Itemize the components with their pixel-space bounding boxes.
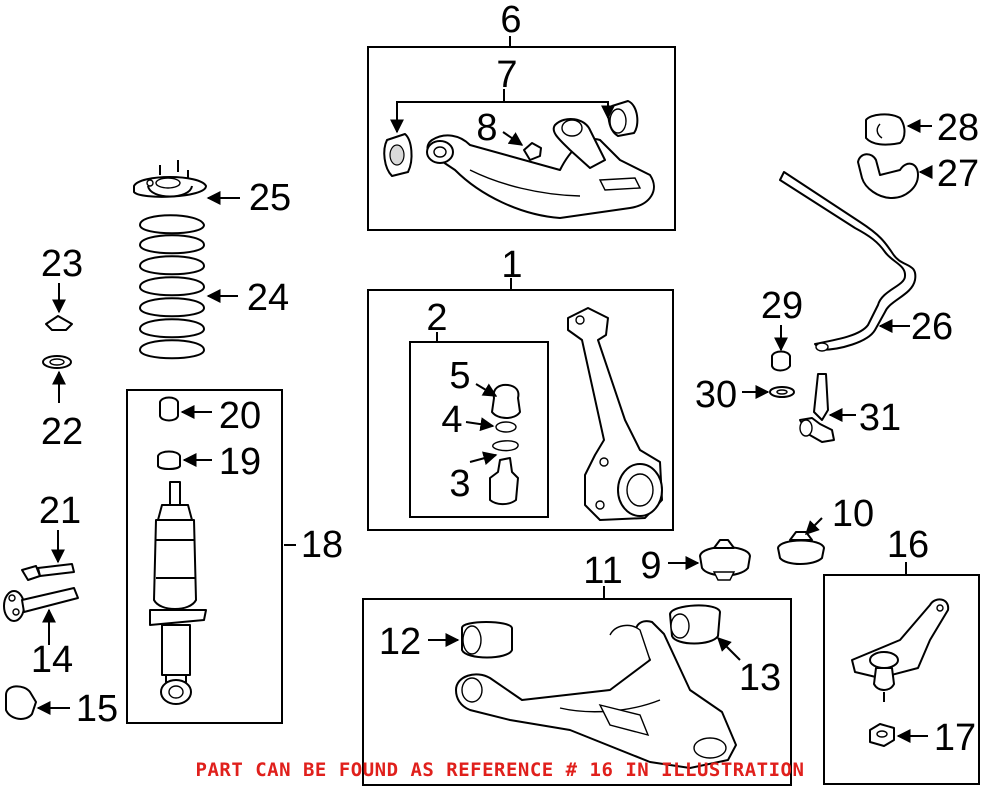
spring-seat-washer	[42, 355, 72, 369]
callout-10: 10	[832, 493, 874, 535]
callout-7: 7	[496, 54, 517, 96]
stabilizer-bar	[779, 171, 917, 352]
callout-21: 21	[39, 490, 81, 532]
callout-2: 2	[426, 297, 447, 339]
cam-bolt	[21, 563, 75, 581]
eccentric-cam-washer	[3, 587, 79, 622]
callout-16: 16	[887, 524, 929, 566]
stabilizer-link	[799, 373, 835, 443]
link-washer-30	[769, 386, 795, 398]
ball-joint-kit-box	[409, 341, 549, 518]
callout-25: 25	[249, 177, 291, 219]
shock-bushing-lower	[157, 450, 181, 470]
callout-23: 23	[41, 243, 83, 285]
callout-1: 1	[501, 244, 522, 286]
steering-knuckle	[567, 307, 663, 521]
callout-28: 28	[937, 107, 979, 149]
callout-14: 14	[31, 639, 73, 681]
callout-6: 6	[500, 0, 521, 41]
lower-control-arm	[455, 620, 737, 769]
callout-12: 12	[379, 621, 421, 663]
callout-11: 11	[583, 550, 622, 592]
bump-stop-9	[699, 539, 751, 581]
shock-absorber-box	[126, 389, 283, 724]
ball-joint-snap-ring	[492, 440, 519, 452]
callout-5: 5	[449, 355, 470, 397]
callout-22: 22	[41, 411, 83, 453]
callout-13: 13	[739, 657, 781, 699]
lower-ball-joint-box	[823, 574, 980, 785]
lower-ball-joint-nut	[869, 723, 895, 747]
cam-nut	[5, 685, 37, 720]
callout-4: 4	[441, 399, 462, 441]
stabilizer-bushing-bracket	[857, 153, 919, 199]
callout-8: 8	[476, 107, 497, 149]
upper-control-arm	[426, 118, 655, 219]
callout-29: 29	[761, 285, 803, 327]
lower-arm-bushing-13	[669, 604, 721, 645]
lower-ball-joint	[851, 598, 950, 702]
callout-19: 19	[219, 441, 261, 483]
callout-3: 3	[449, 463, 470, 505]
upper-control-arm-box	[367, 46, 676, 231]
shock-absorber	[149, 481, 207, 705]
callout-9: 9	[640, 545, 661, 587]
callout-27: 27	[937, 153, 979, 195]
upper-arm-bump-stop	[523, 142, 542, 161]
bump-stop-10	[777, 531, 825, 565]
callout-30: 30	[695, 374, 737, 416]
callout-31: 31	[859, 397, 901, 439]
lower-arm-bushing-12	[461, 621, 513, 659]
stabilizer-bushing	[865, 113, 906, 146]
callout-15: 15	[76, 688, 118, 730]
link-bushing-29	[771, 350, 791, 372]
ball-joint-clip	[495, 421, 517, 433]
ball-joint-boot	[491, 383, 521, 419]
shock-bushing-upper	[159, 396, 179, 422]
callout-26: 26	[911, 306, 953, 348]
reference-note: PART CAN BE FOUND AS REFERENCE # 16 IN I…	[196, 759, 805, 781]
coil-spring	[139, 214, 205, 360]
spring-insulator	[45, 315, 73, 331]
lower-control-arm-box	[362, 598, 792, 786]
callout-24: 24	[247, 277, 289, 319]
strut-mount	[133, 160, 207, 198]
upper-arm-bushing-front	[383, 133, 413, 177]
steering-knuckle-box	[367, 289, 674, 531]
callout-17: 17	[934, 717, 976, 759]
upper-arm-bushing-rear	[607, 100, 639, 137]
callout-18: 18	[301, 524, 343, 566]
ball-joint	[489, 457, 519, 506]
callout-20: 20	[219, 395, 261, 437]
